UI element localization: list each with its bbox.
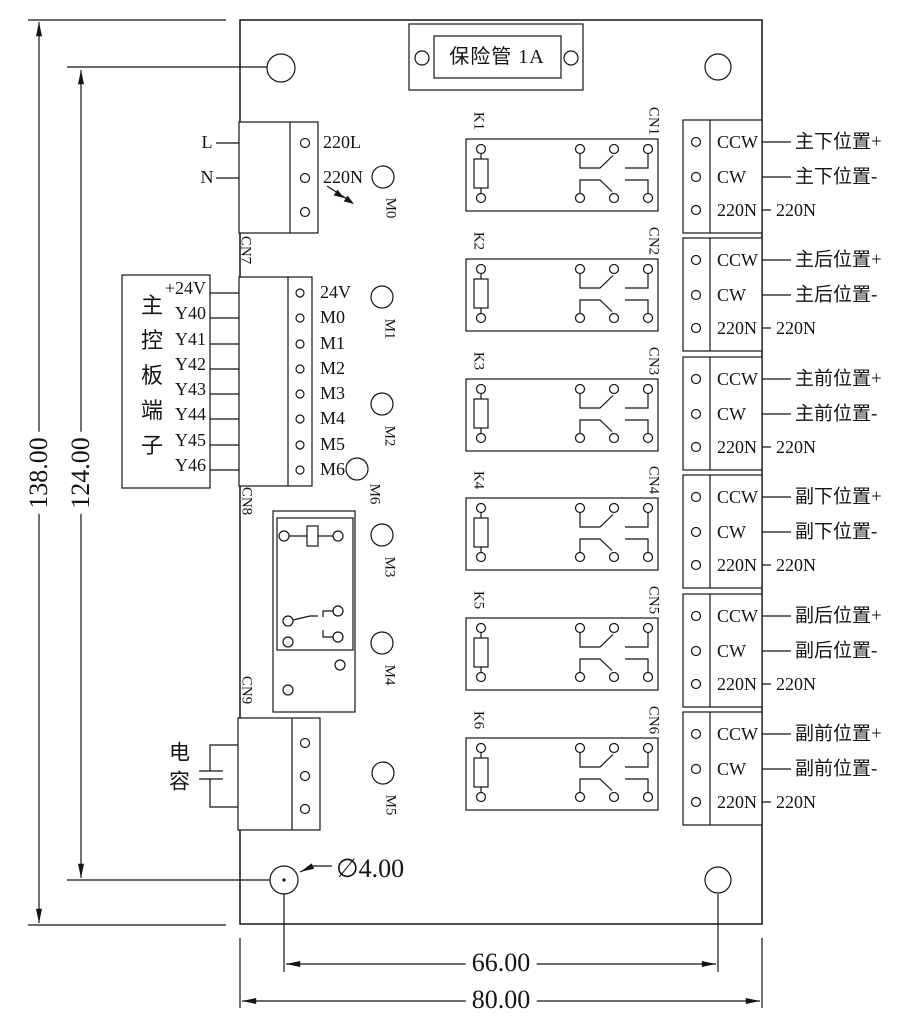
cn6-pin-220n: 220N bbox=[717, 792, 757, 812]
cn2-output-minus: 主后位置- bbox=[795, 284, 878, 306]
cn8-pin-m4: M4 bbox=[320, 408, 346, 428]
dim-hole-diameter: ∅4.00 bbox=[336, 854, 405, 883]
pad-label-m3: M3 bbox=[381, 556, 398, 578]
cn6-pin-ccw: CCW bbox=[717, 724, 759, 744]
capacitor-label: 电容 bbox=[166, 741, 191, 799]
cn6-output-minus: 副前位置- bbox=[795, 758, 878, 780]
cn3-pin-220n: 220N bbox=[717, 437, 757, 457]
cn4-name: CN4 bbox=[645, 465, 662, 495]
cn9-name: CN9 bbox=[238, 675, 255, 705]
relay-k4-label: K4 bbox=[470, 470, 487, 490]
pad-label-m5: M5 bbox=[382, 794, 399, 816]
fuse-label: 保险管 1A bbox=[449, 46, 545, 68]
tb-pin-y45: Y45 bbox=[175, 430, 206, 450]
cn3-pin-ccw: CCW bbox=[717, 369, 759, 389]
cn8-pin-m5: M5 bbox=[320, 434, 346, 454]
capacitor-symbol bbox=[199, 744, 238, 808]
cn7-name: CN7 bbox=[237, 235, 254, 265]
mounting-hole-top-left bbox=[266, 53, 296, 83]
cn5-pin-ccw: CCW bbox=[717, 606, 759, 626]
cn3-name: CN3 bbox=[645, 346, 662, 376]
power-relay-symbol bbox=[272, 510, 356, 713]
dim-board-height: 138.00 bbox=[24, 432, 53, 514]
cn8-connector bbox=[238, 276, 313, 487]
cn3-output-plus: 主前位置+ bbox=[795, 368, 882, 390]
cn3-output-minus: 主前位置- bbox=[795, 403, 878, 425]
cn4-pin-220n: 220N bbox=[717, 555, 757, 575]
tb-pin-y42: Y42 bbox=[175, 354, 206, 374]
cn6-output-plus: 副前位置+ bbox=[795, 723, 882, 745]
cn5-pin-cw: CW bbox=[717, 641, 746, 661]
cn4-output-plus: 副下位置+ bbox=[795, 486, 882, 508]
terminal-block-outline bbox=[121, 274, 239, 489]
capacitor-connector bbox=[237, 717, 321, 831]
pad-label-m2: M2 bbox=[381, 425, 398, 447]
tb-pin-y40: Y40 bbox=[175, 303, 206, 323]
cn1-name: CN1 bbox=[645, 106, 662, 136]
cn8-pin-m3: M3 bbox=[320, 383, 346, 403]
cn5-pin-220n: 220N bbox=[717, 674, 757, 694]
cn4-pin-ccw: CCW bbox=[717, 487, 759, 507]
neutral-wire-label: N bbox=[200, 167, 214, 187]
flash-arrow bbox=[326, 185, 354, 204]
tb-pin-y44: Y44 bbox=[175, 404, 206, 424]
cn1-output-plus: 主下位置+ bbox=[795, 131, 882, 153]
cn2-name: CN2 bbox=[645, 226, 662, 256]
dim-hole-span-vertical: 124.00 bbox=[66, 432, 95, 514]
cn6-pin-cw: CW bbox=[717, 759, 746, 779]
cn5-name: CN5 bbox=[645, 585, 662, 615]
cn8-name: CN8 bbox=[238, 486, 255, 516]
cn5-output-minus: 副后位置- bbox=[795, 640, 878, 662]
cn1-pin-ccw: CCW bbox=[717, 132, 759, 152]
dim-board-width: 80.00 bbox=[465, 987, 537, 1013]
mounting-hole-bottom-right bbox=[704, 866, 732, 894]
cn4-output-minus: 副下位置- bbox=[795, 521, 878, 543]
cn8-pin-m2: M2 bbox=[320, 358, 346, 378]
fuse-holder bbox=[408, 23, 584, 91]
relay-k6-label: K6 bbox=[470, 710, 487, 730]
cn2-output-plus: 主后位置+ bbox=[795, 249, 882, 271]
cn3-pin-cw: CW bbox=[717, 404, 746, 424]
cn5-output-plus: 副后位置+ bbox=[795, 605, 882, 627]
relay-k3-label: K3 bbox=[470, 351, 487, 371]
cn1-pin-cw: CW bbox=[717, 167, 746, 187]
tb-pin-24v: +24V bbox=[164, 278, 206, 298]
cn4-pin-cw: CW bbox=[717, 522, 746, 542]
cn4-output-220n: 220N bbox=[776, 555, 816, 575]
pad-label-m1: M1 bbox=[381, 318, 398, 340]
cn2-output-220n: 220N bbox=[776, 318, 816, 338]
cn1-output-minus: 主下位置- bbox=[795, 166, 878, 188]
pad-circles bbox=[345, 165, 395, 785]
pad-label-m4: M4 bbox=[381, 664, 398, 686]
cn8-pin-m0: M0 bbox=[320, 307, 346, 327]
line-wire-label: L bbox=[201, 132, 213, 152]
cn8-pin-m1: M1 bbox=[320, 333, 346, 353]
relay-k2-label: K2 bbox=[470, 231, 487, 251]
cn6-name: CN6 bbox=[645, 705, 662, 735]
pad-label-m6: M6 bbox=[366, 483, 383, 505]
pad-label-m0: M0 bbox=[382, 197, 399, 219]
mounting-hole-top-right bbox=[704, 53, 732, 81]
cn1-pin-220n: 220N bbox=[717, 200, 757, 220]
cn5-output-220n: 220N bbox=[776, 674, 816, 694]
cn7-pin-220l: 220L bbox=[323, 132, 361, 152]
cn2-pin-220n: 220N bbox=[717, 318, 757, 338]
cn7-connector bbox=[216, 121, 319, 234]
cn2-pin-ccw: CCW bbox=[717, 250, 759, 270]
dim-hole-span-horizontal: 66.00 bbox=[465, 950, 537, 976]
cn7-pin-220n: 220N bbox=[323, 167, 363, 187]
tb-pin-y46: Y46 bbox=[175, 455, 206, 475]
tb-pin-y43: Y43 bbox=[175, 379, 206, 399]
relay-k1-label: K1 bbox=[470, 111, 487, 131]
cn3-output-220n: 220N bbox=[776, 437, 816, 457]
tb-pin-y41: Y41 bbox=[175, 329, 206, 349]
cn8-pin-m6: M6 bbox=[320, 459, 346, 479]
relay-k5-label: K5 bbox=[470, 590, 487, 610]
cn1-output-220n: 220N bbox=[776, 200, 816, 220]
cn8-pin-24v: 24V bbox=[320, 282, 351, 302]
terminal-block-title: 主控板端子 bbox=[138, 293, 163, 469]
cn2-pin-cw: CW bbox=[717, 285, 746, 305]
cn6-output-220n: 220N bbox=[776, 792, 816, 812]
